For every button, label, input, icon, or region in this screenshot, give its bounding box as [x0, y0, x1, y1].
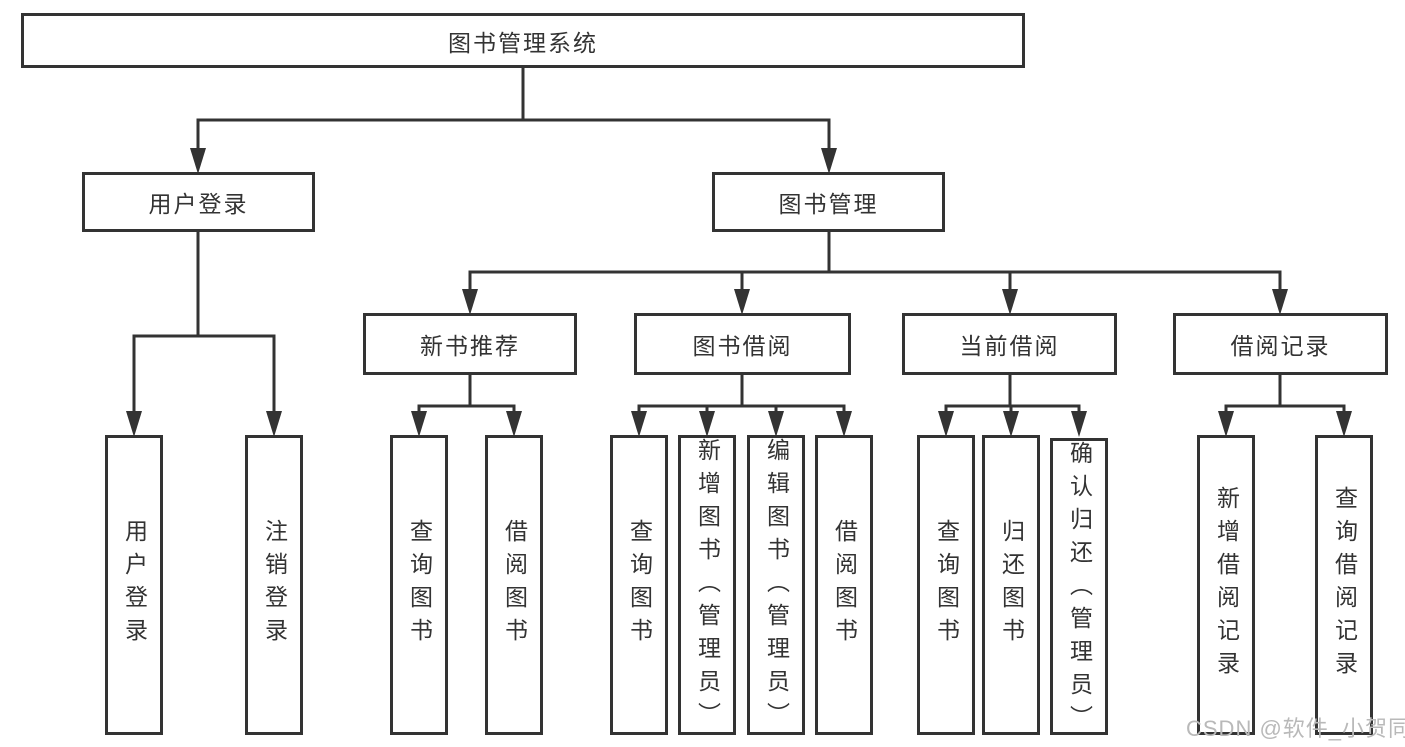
- leaf-user-login: 用户登录: [105, 435, 163, 735]
- leaf-edit-book-admin: 编辑图书（管理员）: [747, 435, 805, 735]
- node-book-management: 图书管理: [712, 172, 945, 232]
- node-borrow-records: 借阅记录: [1173, 313, 1388, 375]
- node-user-login: 用户登录: [82, 172, 315, 232]
- leaf-add-borrow-record: 新增借阅记录: [1197, 435, 1255, 735]
- leaf-query-books-recommend: 查询图书: [390, 435, 448, 735]
- node-current-borrow: 当前借阅: [902, 313, 1117, 375]
- leaf-confirm-return-admin: 确认归还（管理员）: [1050, 438, 1108, 738]
- node-library-system: 图书管理系统: [21, 13, 1025, 68]
- arrowheads: [126, 148, 1352, 437]
- leaf-query-books-current: 查询图书: [917, 435, 975, 735]
- leaf-borrow-books: 借阅图书: [815, 435, 873, 735]
- node-new-book-recommend: 新书推荐: [363, 313, 577, 375]
- leaf-logout: 注销登录: [245, 435, 303, 735]
- leaf-return-book: 归还图书: [982, 435, 1040, 735]
- leaf-borrow-books-recommend: 借阅图书: [485, 435, 543, 735]
- leaf-query-books-borrow: 查询图书: [610, 435, 668, 735]
- leaf-add-book-admin: 新增图书（管理员）: [678, 435, 736, 735]
- node-book-borrow: 图书借阅: [634, 313, 851, 375]
- leaf-query-borrow-record: 查询借阅记录: [1315, 435, 1373, 735]
- watermark: CSDN @软件_小贺同学: [1186, 716, 1405, 741]
